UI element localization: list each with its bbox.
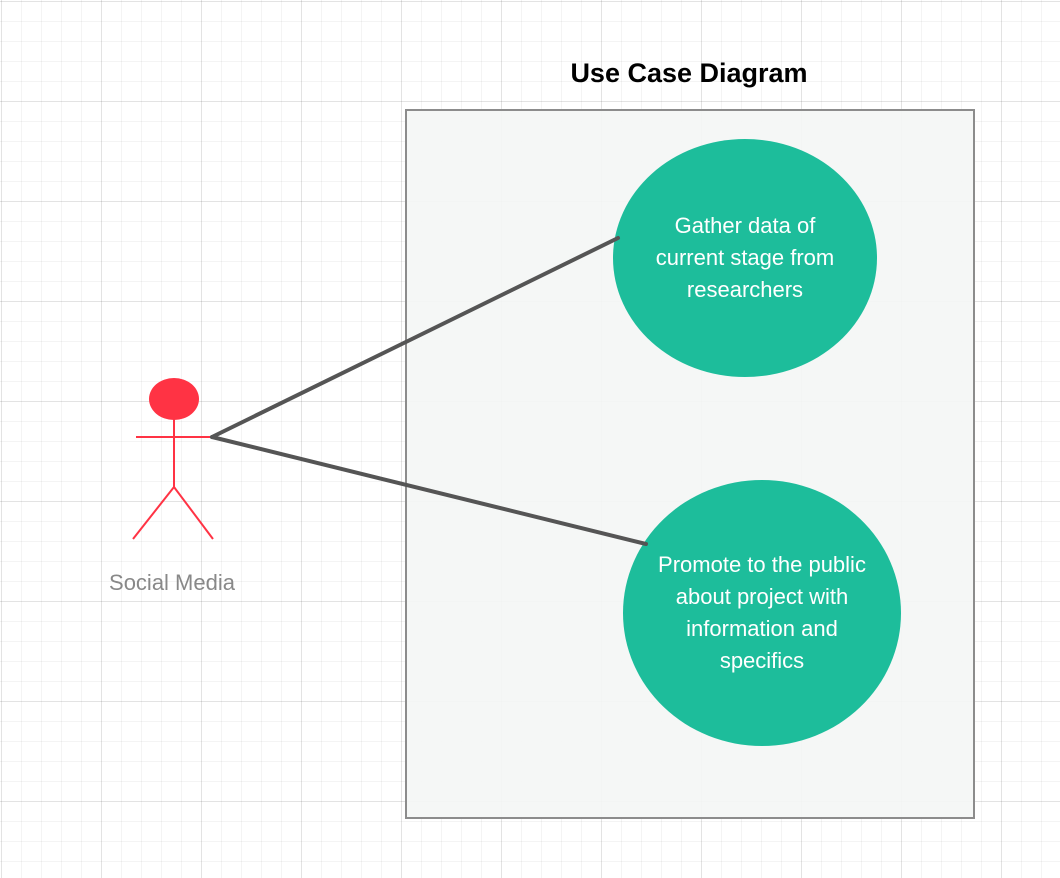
use-case-gather-data-label: Gather data of current stage from resear… (655, 213, 835, 302)
use-case-gather-data[interactable]: Gather data of current stage from resear… (613, 139, 877, 377)
diagram-title: Use Case Diagram (570, 58, 808, 88)
use-case-promote-public[interactable]: Promote to the public about project with… (623, 480, 901, 746)
actor-label: Social Media (109, 570, 235, 595)
use-case-promote-public-label: Promote to the public about project with… (658, 552, 866, 673)
